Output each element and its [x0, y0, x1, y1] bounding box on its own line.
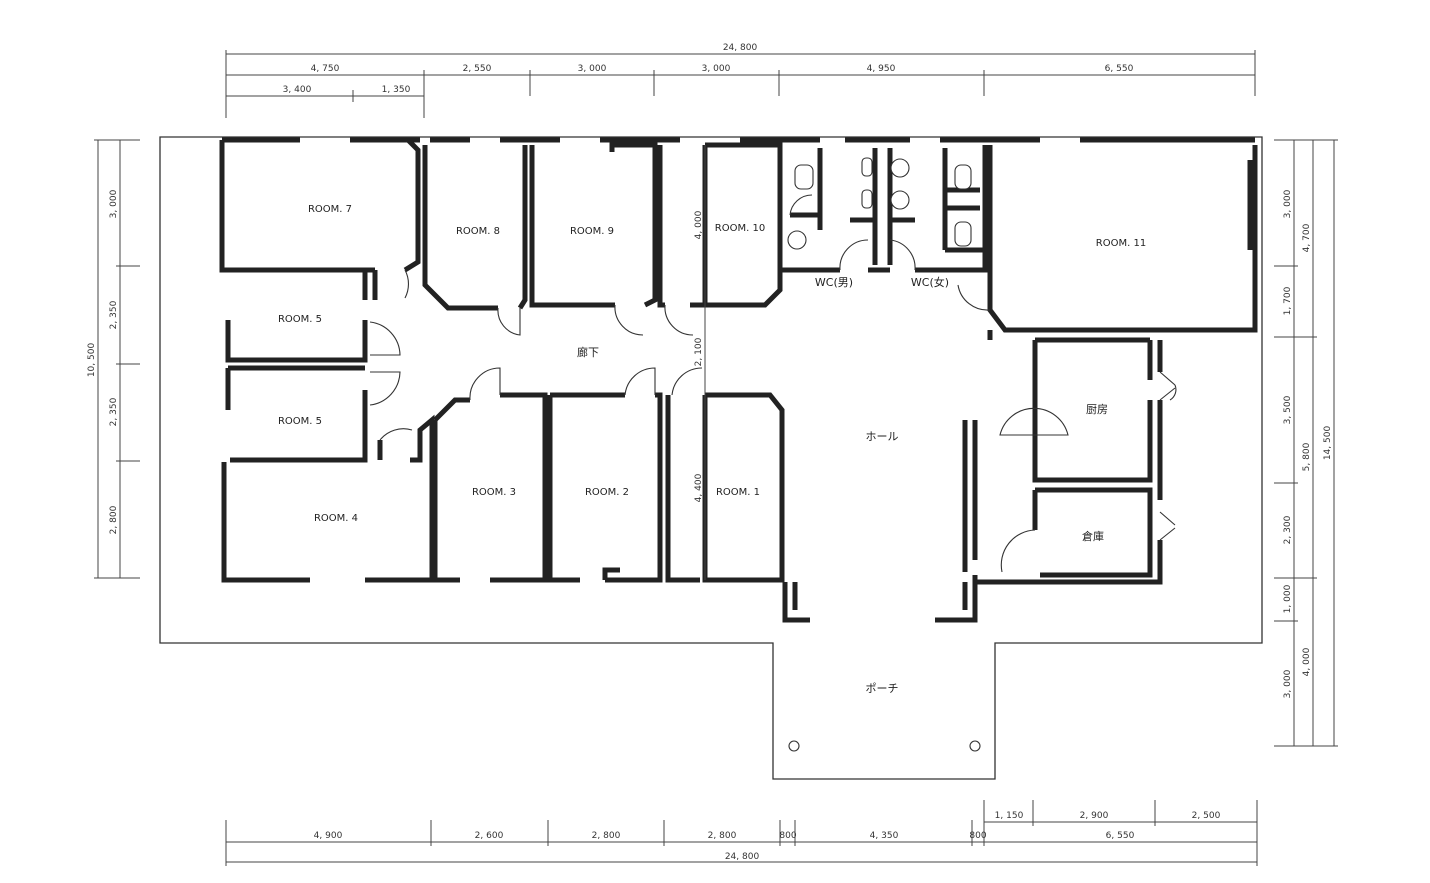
dim-right-2: 1, 700 [1283, 286, 1293, 315]
dim-top-6: 6, 550 [1105, 64, 1134, 74]
toilet-4 [954, 164, 972, 190]
dim-bottom-3: 2, 800 [592, 831, 621, 841]
toilet-1 [787, 230, 807, 250]
door-wc-men [839, 239, 869, 271]
dim-left-4: 2, 800 [109, 505, 119, 534]
dim-top-1: 4, 750 [311, 64, 340, 74]
dim-top-2: 2, 550 [463, 64, 492, 74]
dim-top-5: 4, 950 [867, 64, 896, 74]
dim-right-4: 2, 300 [1283, 515, 1293, 544]
dim-bottom-1: 4, 900 [314, 831, 343, 841]
toilet-2 [890, 158, 910, 178]
door-kitchen-ext [1159, 371, 1177, 401]
dim-right-5: 1, 000 [1283, 584, 1293, 613]
door-room11 [957, 284, 991, 311]
label-room10: ROOM. 10 [715, 223, 765, 234]
dim-room10-height: 4, 000 [694, 210, 704, 239]
door-room8 [497, 307, 521, 336]
dim-left-3: 2, 350 [109, 397, 119, 426]
dim-right-mid-2: 5, 800 [1302, 442, 1312, 471]
label-room9: ROOM. 9 [570, 226, 614, 237]
room-labels: ROOM. 7 ROOM. 8 ROOM. 9 ROOM. 10 ROOM. 1… [278, 204, 1146, 695]
bottom-dimensions: 1, 150 2, 900 2, 500 4, 900 2, 600 2, 80… [225, 800, 1258, 866]
label-wc-women: WC(女) [911, 275, 949, 289]
label-room3: ROOM. 3 [472, 487, 516, 498]
dim-right-1: 3, 000 [1283, 189, 1293, 218]
door-room10 [664, 304, 694, 336]
dim-left-total: 10, 500 [87, 343, 97, 378]
door-wc-women [889, 239, 916, 271]
door-room2 [624, 367, 656, 396]
door-storage [1000, 529, 1036, 573]
label-hall: ホール [866, 430, 899, 443]
door-storage-ext [1159, 511, 1176, 541]
urinal-1 [794, 164, 814, 190]
door-room5b [369, 371, 401, 406]
dim-right-mid-3: 4, 000 [1302, 647, 1312, 676]
dim-bottom-up-3: 2, 500 [1192, 811, 1221, 821]
dim-bottom-6: 4, 350 [870, 831, 899, 841]
dim-top-sub-1: 3, 400 [283, 85, 312, 95]
label-room11: ROOM. 11 [1096, 238, 1146, 249]
label-room1: ROOM. 1 [716, 487, 760, 498]
door-room7 [404, 269, 409, 299]
dim-left-1: 3, 000 [109, 189, 119, 218]
label-kitchen: 厨房 [1086, 403, 1108, 416]
door-wc-stall [789, 194, 813, 216]
dim-bottom-7: 800 [969, 831, 986, 841]
fixtures [787, 157, 981, 752]
doors [369, 194, 1177, 573]
toilet-5 [954, 221, 972, 247]
label-room4: ROOM. 4 [314, 513, 358, 524]
dim-top-3: 3, 000 [578, 64, 607, 74]
dim-top-sub-2: 1, 350 [382, 85, 411, 95]
dim-bottom-5: 800 [779, 831, 796, 841]
label-room5-lower: ROOM. 5 [278, 416, 322, 427]
toilet-3 [890, 190, 910, 210]
door-room3 [469, 367, 501, 401]
door-room5a [369, 321, 401, 356]
outer-outline [159, 136, 1263, 780]
porch-post-right [969, 740, 981, 752]
dim-right-total: 14, 500 [1323, 426, 1333, 461]
label-room7: ROOM. 7 [308, 204, 352, 215]
label-room8: ROOM. 8 [456, 226, 500, 237]
dim-bottom-2: 2, 600 [475, 831, 504, 841]
walls [219, 137, 1258, 623]
label-corridor: 廊下 [577, 345, 599, 359]
dim-bottom-up-2: 2, 900 [1080, 811, 1109, 821]
top-dimensions: 24, 800 4, 750 2, 550 3, 000 3, 000 4, 9… [225, 43, 1256, 118]
interior-dimensions: 4, 000 2, 100 4, 400 [694, 145, 706, 580]
sink-2 [861, 189, 873, 209]
label-room2: ROOM. 2 [585, 487, 629, 498]
dim-bottom-4: 2, 800 [708, 831, 737, 841]
door-kitchen [999, 407, 1069, 436]
dim-bottom-8: 6, 550 [1106, 831, 1135, 841]
dim-bottom-up-1: 1, 150 [995, 811, 1024, 821]
sink-1 [861, 157, 873, 177]
door-room1 [671, 367, 703, 396]
dim-left-2: 2, 350 [109, 300, 119, 329]
door-room4 [379, 428, 413, 441]
dim-top-4: 3, 000 [702, 64, 731, 74]
dim-bottom-total: 24, 800 [725, 852, 760, 862]
label-porch: ポーチ [866, 682, 899, 695]
door-room9 [614, 304, 644, 336]
dim-room1-height: 4, 400 [694, 473, 704, 502]
dim-top-total: 24, 800 [723, 43, 758, 53]
label-storage: 倉庫 [1082, 529, 1104, 543]
right-dimensions: 3, 000 1, 700 3, 500 2, 300 1, 000 3, 00… [1274, 139, 1338, 747]
porch-post-left [788, 740, 800, 752]
dim-right-6: 3, 000 [1283, 669, 1293, 698]
dim-right-3: 3, 500 [1283, 395, 1293, 424]
label-wc-men: WC(男) [815, 276, 853, 289]
dim-corridor-height: 2, 100 [694, 337, 704, 366]
dim-right-mid-1: 4, 700 [1302, 223, 1312, 252]
left-dimensions: 10, 500 3, 000 2, 350 2, 350 2, 800 [87, 139, 140, 579]
label-room5-upper: ROOM. 5 [278, 314, 322, 325]
